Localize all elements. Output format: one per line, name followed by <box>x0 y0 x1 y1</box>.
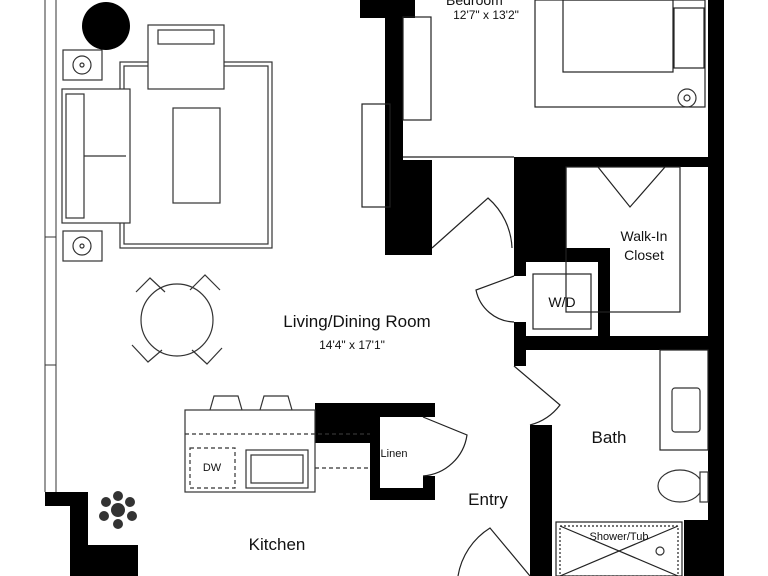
thin-walls <box>361 0 709 576</box>
wall-shower-right <box>684 520 714 576</box>
linen-label: Linen <box>380 448 408 460</box>
wall-linen-left <box>370 403 380 498</box>
entry-label: Entry <box>468 490 508 509</box>
bath-fixtures <box>655 88 709 556</box>
wall-bottom-left-3 <box>70 545 138 576</box>
wall-linen-right-bottom <box>423 476 435 500</box>
wd-door <box>475 275 515 323</box>
living-dining-dims: 14'4" x 17'1" <box>319 338 385 352</box>
wall-wd-left-bottom <box>514 322 526 338</box>
bedroom-dims: 12'7" x 13'2" <box>453 8 519 22</box>
wall-bedroom-left-thick <box>390 160 432 255</box>
closet-door <box>597 166 666 208</box>
wall-bath-top <box>514 336 714 350</box>
bedroom-door <box>431 197 513 249</box>
doors <box>422 166 666 576</box>
wall-closet-bottom <box>514 248 610 262</box>
bath-door <box>513 365 561 426</box>
dishwasher <box>189 447 236 489</box>
walk-in-closet-line2: Closet <box>624 247 664 263</box>
bath-label: Bath <box>591 428 627 447</box>
bedroom-name: Bedroom <box>446 0 503 8</box>
wall-wd-left-top <box>514 262 526 276</box>
linen-door <box>422 416 468 477</box>
wd-label: W/D <box>548 294 576 310</box>
walk-in-closet-line1: Walk-In <box>620 228 668 244</box>
wall-wd-right <box>598 248 610 338</box>
living-dining-name: Living/Dining Room <box>283 312 431 331</box>
toilet <box>657 469 703 503</box>
wall-right-exterior <box>708 0 724 576</box>
wall-closet-block <box>514 157 566 257</box>
walls <box>45 0 724 576</box>
wall-bath-left <box>530 425 552 576</box>
shower-tub-label: Shower/Tub <box>589 531 649 543</box>
living-furniture <box>61 24 273 365</box>
round-planter <box>82 2 130 50</box>
entry-door <box>457 527 531 576</box>
wall-kitchen-block <box>315 403 370 443</box>
wall-closet-top-right <box>514 157 714 167</box>
coffee-table <box>172 107 221 204</box>
plant-icon <box>99 491 137 529</box>
bath-sink <box>671 387 701 433</box>
dw-label: DW <box>202 462 222 474</box>
wall-bath-left-stub <box>514 350 526 366</box>
window-wall-left <box>44 0 57 492</box>
kitchen-fixtures <box>184 395 370 493</box>
wall-linen-bottom <box>370 488 435 500</box>
kitchen-label: Kitchen <box>248 535 306 554</box>
dining-table <box>140 283 214 357</box>
